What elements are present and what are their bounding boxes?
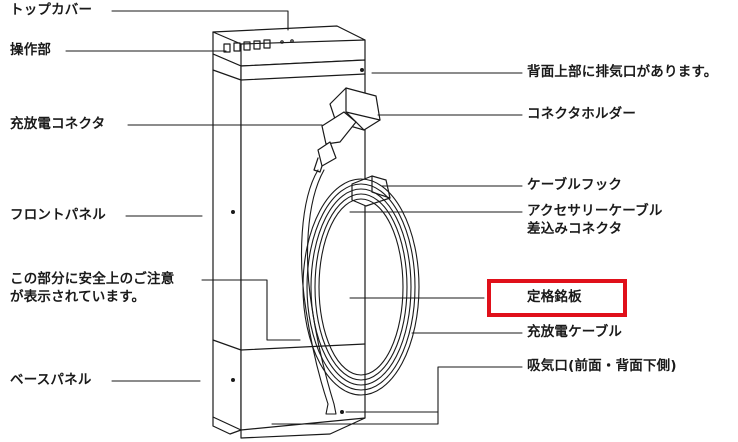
front-panel-shape bbox=[212, 53, 242, 431]
base-foot-right bbox=[240, 417, 366, 439]
charge-cable-drop bbox=[300, 169, 337, 415]
charger-unit bbox=[212, 25, 366, 439]
leader-caution bbox=[201, 279, 301, 341]
label-front-panel: フロントパネル bbox=[10, 207, 106, 223]
label-control-panel: 操作部 bbox=[10, 42, 52, 58]
leader-lines bbox=[65, 10, 523, 425]
label-charge-cable: 充放電ケーブル bbox=[527, 324, 623, 340]
label-cable-hook: ケーブルフック bbox=[527, 177, 623, 193]
label-charge-connector: 充放電コネクタ bbox=[10, 116, 106, 132]
leader-intake bbox=[345, 366, 523, 413]
screw-dot bbox=[340, 410, 345, 415]
label-caution-line2: が表示されています。 bbox=[10, 289, 146, 305]
side-seam bbox=[240, 343, 366, 351]
label-exhaust: 背面上部に排気口があります。 bbox=[527, 64, 718, 80]
label-intake: 吸気口(前面・背面下側) bbox=[527, 358, 677, 374]
label-accessory-line2: 差込みコネクタ bbox=[527, 221, 623, 237]
label-accessory-line1: アクセサリーケーブル bbox=[527, 203, 663, 219]
leader-top-cover bbox=[111, 10, 289, 31]
label-caution-line1: この部分に安全上のご注意 bbox=[10, 271, 175, 287]
panel-seam-upper bbox=[212, 69, 366, 81]
screw-dot bbox=[231, 378, 236, 383]
control-panel-buttons bbox=[223, 39, 294, 53]
screw-dot bbox=[231, 210, 236, 215]
label-rating-plate: 定格銘板 bbox=[527, 289, 582, 305]
top-cover-shape bbox=[212, 25, 366, 67]
label-connector-holder: コネクタホルダー bbox=[527, 106, 637, 122]
screw-dot bbox=[360, 67, 365, 72]
rating-plate-highlight-box bbox=[487, 279, 627, 317]
label-top-cover: トップカバー bbox=[10, 2, 93, 18]
base-foot-left bbox=[212, 416, 242, 435]
charge-connector bbox=[313, 111, 357, 173]
leader-intake-back bbox=[271, 411, 439, 425]
front-seam bbox=[212, 339, 242, 351]
label-base-panel: ベースパネル bbox=[10, 372, 92, 388]
